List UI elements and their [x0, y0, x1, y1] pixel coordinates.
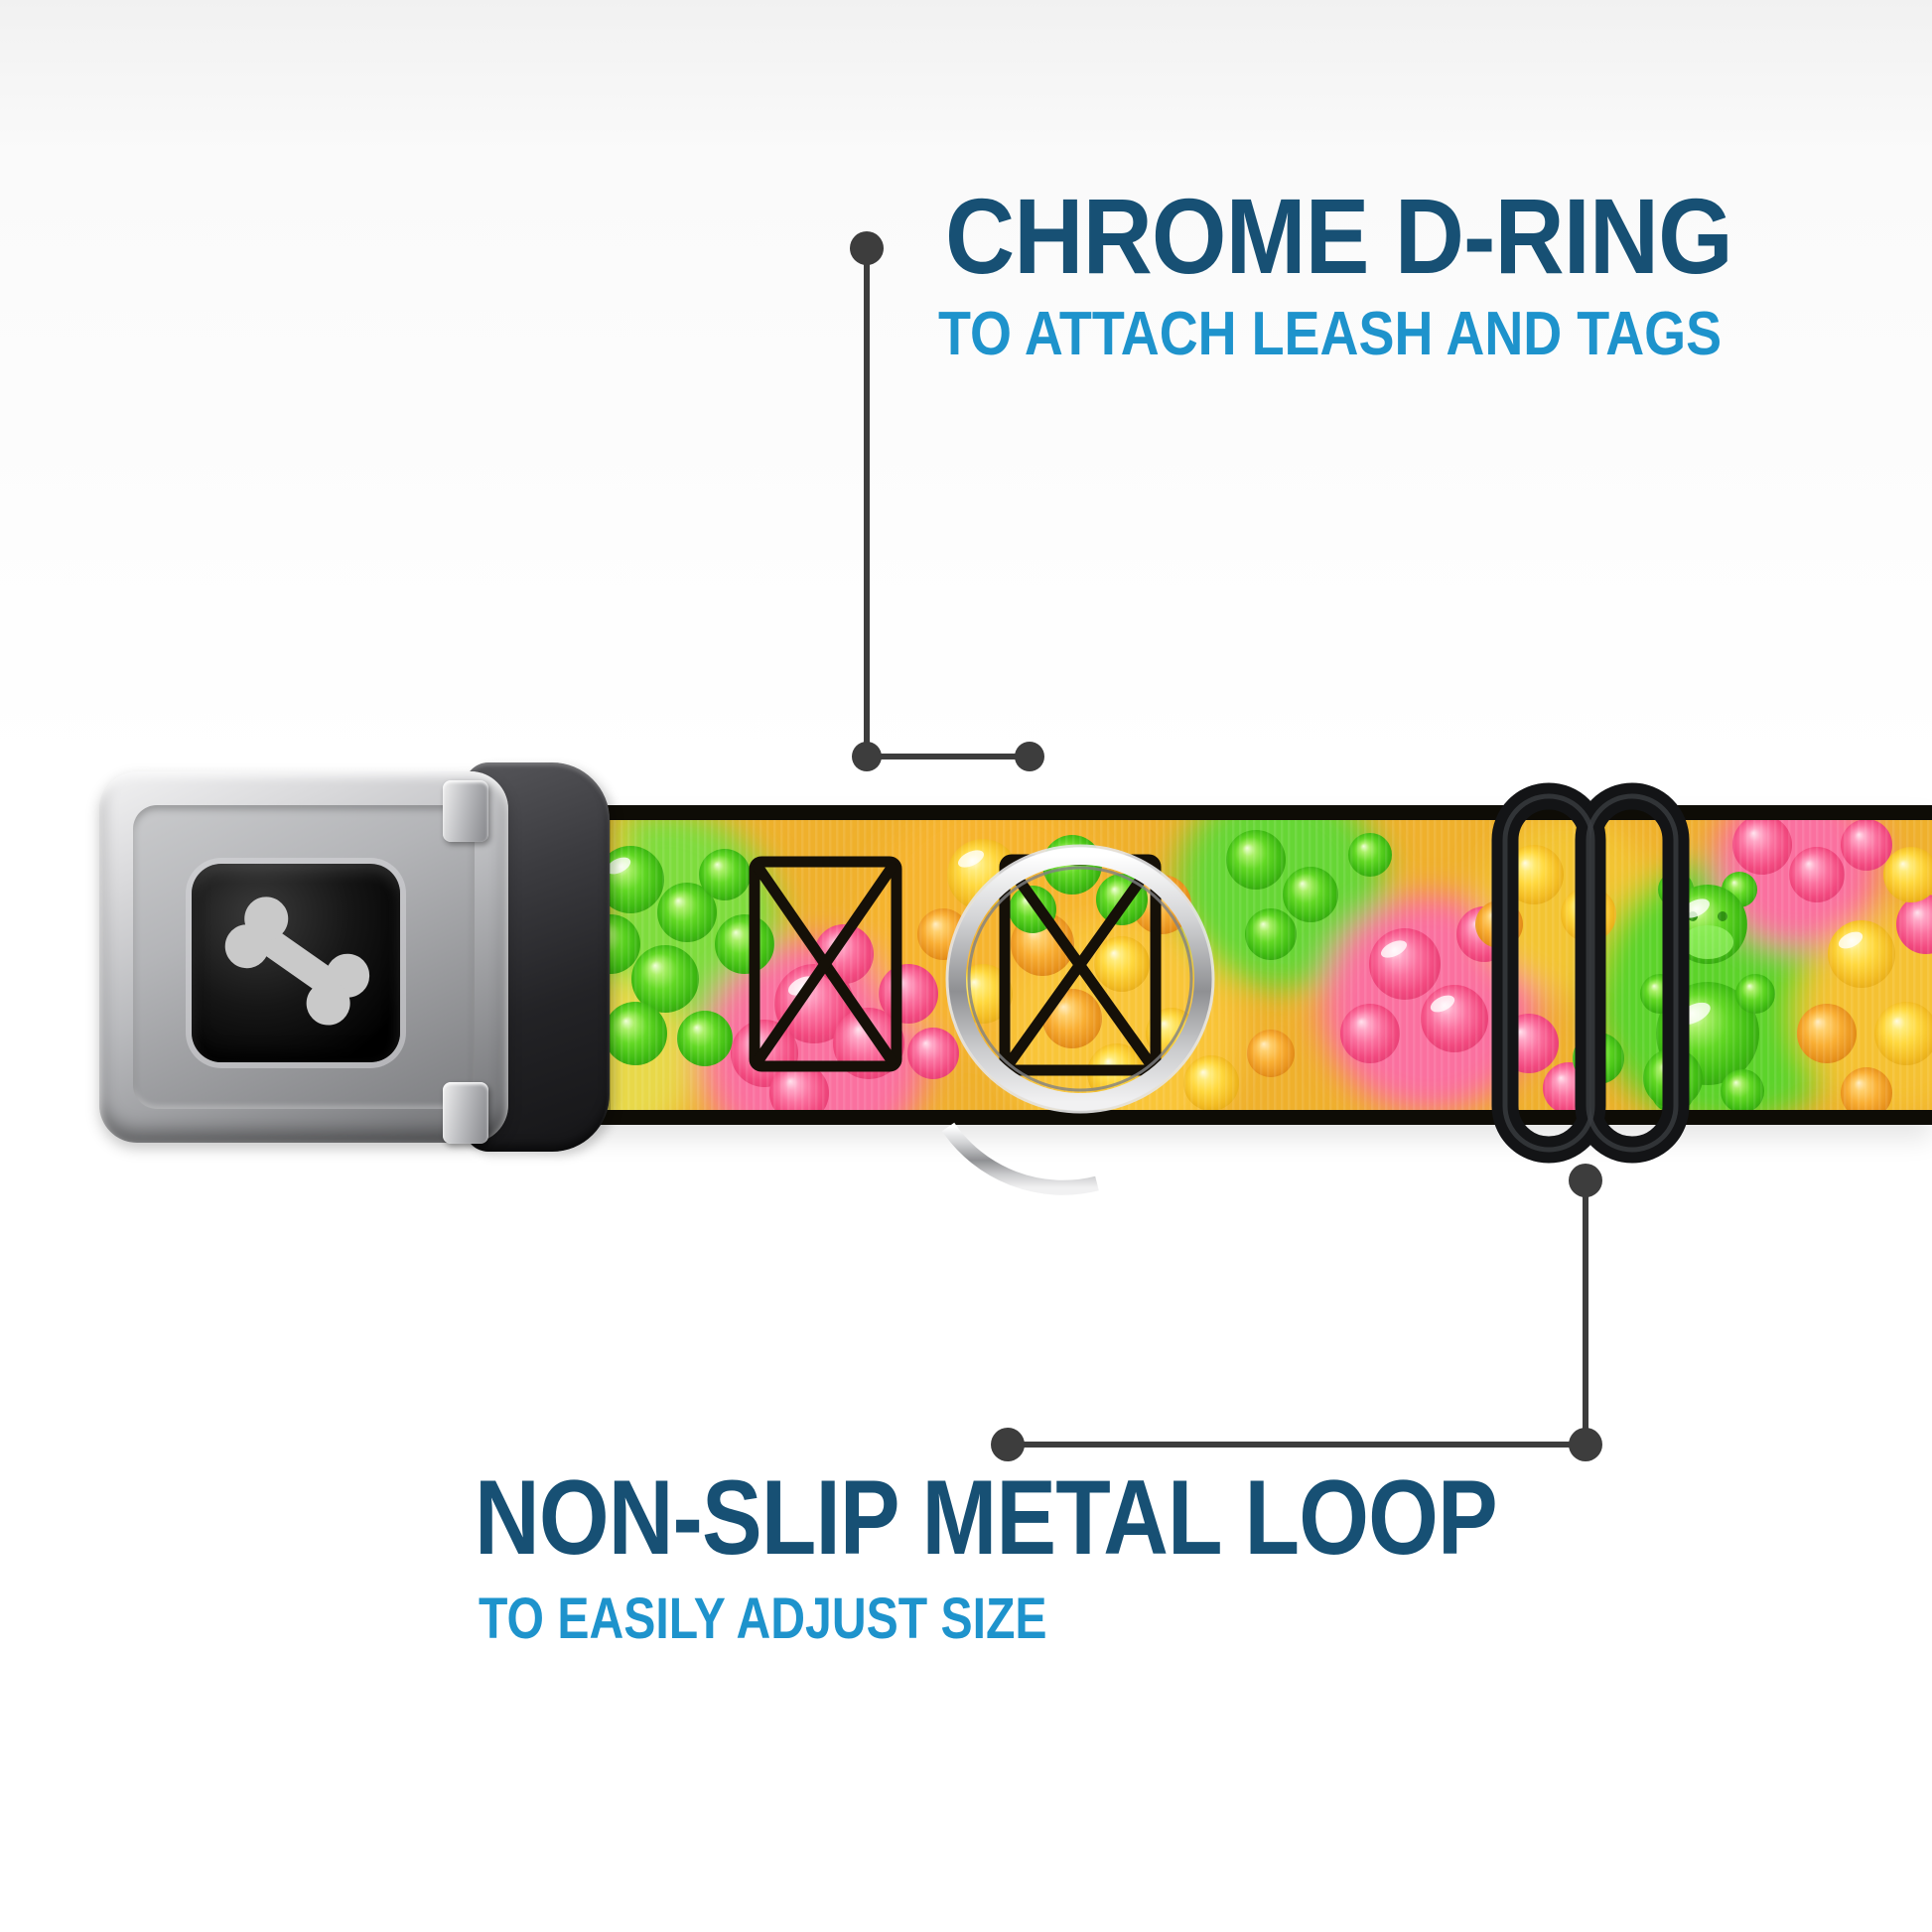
- dog-bone-icon: [192, 864, 401, 1062]
- tri-glide-loop: [1491, 782, 1690, 1164]
- stitch-boxes: [749, 854, 1162, 1076]
- buckle-window: [192, 864, 400, 1062]
- seatbelt-buckle: [99, 771, 508, 1143]
- buckle-hinge-clip-top: [443, 780, 488, 842]
- d-ring: [941, 844, 1215, 1195]
- buckle-hinge-clip-bottom: [443, 1082, 488, 1144]
- callout-connectors: [850, 231, 1602, 1461]
